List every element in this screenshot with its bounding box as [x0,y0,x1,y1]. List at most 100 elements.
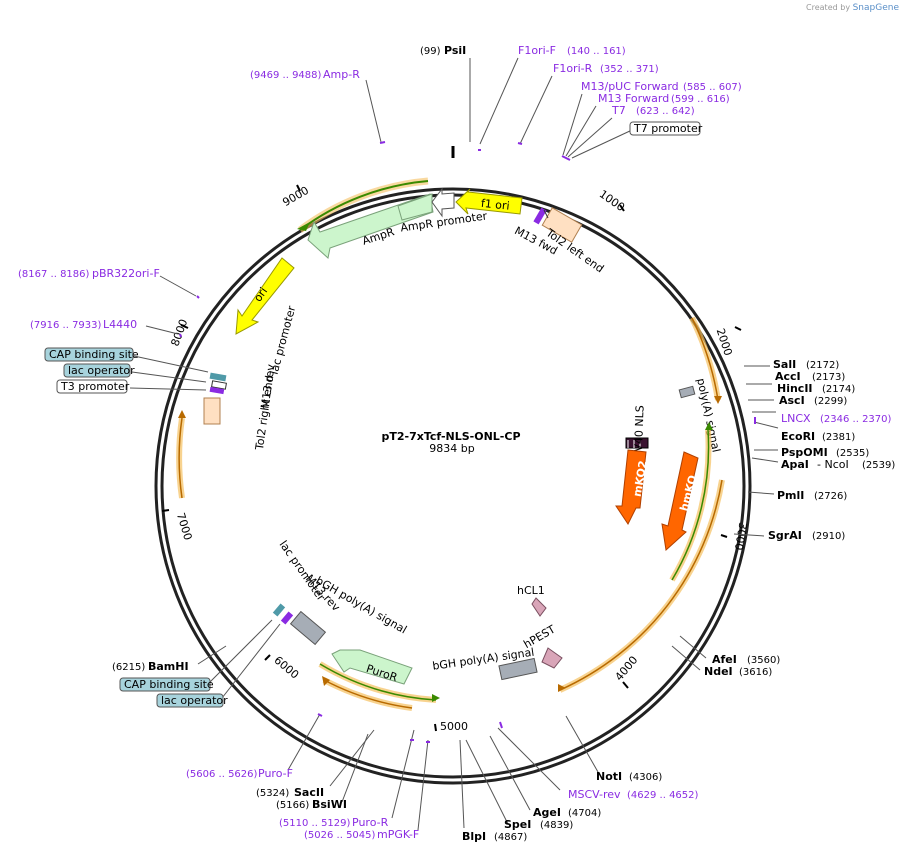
mpgk-f-name: mPGK-F [377,828,419,841]
blpi-name: BlpI [462,830,486,843]
plasmid-size: 9834 bp [429,442,474,455]
lncx-loc: (2346 .. 2370) [820,414,892,425]
primer-labels: F1ori-F (140 .. 161) F1ori-R (352 .. 371… [18,44,892,841]
tol2-right-label: Tol2 right end [253,375,276,452]
bamhi-name: BamHI [148,660,189,673]
bgh-left-feature: bGH poly(A) signal M13 rev lac promoter [272,538,409,646]
apai-name: ApaI [781,458,809,471]
lac-promoter-bottom-label: lac promoter [277,538,328,604]
ncoi-loc: (2539) [862,460,895,471]
l4440-name: L4440 [103,318,137,331]
spei-name: SpeI [504,818,531,831]
feature-pills: T7 promoter CAP binding site lac operato… [44,121,703,708]
afei-name: AfeI [712,653,737,666]
t3-promoter-left-pill: T3 promoter [60,380,130,393]
plasmid-name: pT2-7xTcf-NLS-ONL-CP [381,430,520,443]
t7-loc: (623 .. 642) [636,106,695,117]
sgrai-loc: (2910) [812,531,845,542]
blpi-loc: (4867) [494,832,527,843]
tick-5000: 5000 [440,720,468,733]
right-glow-arcs [558,316,725,693]
m13-fwd-mark [533,207,547,225]
backbone-inner [160,193,746,779]
t7-name: T7 [611,104,626,117]
pmli-name: PmlI [777,489,804,502]
bsiwi-name: BsiWI [312,798,347,811]
asci-loc: (2299) [814,396,847,407]
noti-name: NotI [596,770,622,783]
hcl1-label: hCL1 [517,584,545,597]
agei-loc: (4704) [568,808,601,819]
puro-f-name: Puro-F [258,767,293,780]
m13-puc-forward-loc: (585 .. 607) [683,82,742,93]
psii-loc: (99) [420,46,441,57]
l4440-loc: (7916 .. 7933) [30,320,102,331]
backbone-outer [154,187,752,785]
sv40-nls-mark [625,437,649,449]
asci-name: AscI [779,394,805,407]
ampr-promoter-arrow [431,187,455,218]
f1ori-r-loc: (352 .. 371) [600,64,659,75]
mko2-feature: SV40 NLS mKO2 [615,405,650,525]
ecori-name: EcoRI [781,430,815,443]
hincii-name: HincII [777,382,813,395]
f1ori-f-loc: (140 .. 161) [567,46,626,57]
ecori-loc: (2381) [822,432,855,443]
pspomi-name: PspOMI [781,446,828,459]
tol2-left-feature: Tol2 left end M13 fwd [512,207,606,275]
sacii-loc: (5324) [256,788,289,799]
bsiwi-loc: (5166) [276,800,309,811]
primer-marks [179,141,756,743]
mscv-rev-loc: (4629 .. 4652) [627,790,699,801]
hincii-loc: (2174) [822,384,855,395]
pmli-loc: (2726) [814,491,847,502]
puro-f-loc: (5606 .. 5626) [186,769,258,780]
hmko-feature: hmKO [661,451,700,551]
mpgk-f-loc: (5026 .. 5045) [304,830,376,841]
sali-loc: (2172) [806,360,839,371]
tick-7000: 7000 [174,511,195,542]
mko2-label: mKO2 [631,460,650,498]
f1-ori-feature: f1 ori [455,188,523,215]
agei-name: AgeI [533,806,561,819]
t7-promoter-pill: T7 promoter [633,122,703,135]
leader-lines [129,57,779,831]
psii-name: PsiI [444,44,466,57]
pspomi-loc: (2535) [836,448,869,459]
bamhi-loc: (6215) [112,662,145,673]
ori-feature: ori [235,257,295,335]
amp-r-loc: (9469 .. 9488) [250,70,322,81]
snapgene-credit: Created by SnapGene [806,3,899,13]
m13-forward-loc: (599 .. 616) [671,94,730,105]
amp-r-name: Amp-R [323,68,360,81]
ampr-feature: AmpR AmpR promoter [297,177,488,259]
tick-3000: 3000 [732,521,750,551]
tick-marks: 1000 2000 3000 4000 5000 6000 7000 8000 … [161,184,750,733]
f1-ori-label: f1 ori [480,197,510,213]
noti-loc: (4306) [629,772,662,783]
afei-loc: (3560) [747,655,780,666]
ndei-name: NdeI [704,665,733,678]
lac-operator-bottom-pill: lac operator [161,694,228,707]
enzyme-labels: (99) PsiI SalI (2172) AccI (2173) HincII… [112,44,895,843]
pbr322ori-f-loc: (8167 .. 8186) [18,269,90,280]
m13-puc-forward-name: M13/pUC Forward [581,80,679,93]
puro-r-name: Puro-R [352,816,389,829]
cap-binding-site-bottom-pill: CAP binding site [124,678,214,691]
lac-operator-left-pill: lac operator [68,364,135,377]
acci-loc: (2173) [812,372,845,383]
puror-feature: PuroR [318,649,440,711]
sacii-name: SacII [294,786,324,799]
ndei-loc: (3616) [739,667,772,678]
sv40-nls-label: SV40 NLS [632,405,647,459]
sgrai-name: SgrAI [768,529,802,542]
cap-binding-site-left-pill: CAP binding site [49,348,139,361]
m13-rev-left-label: M13 rev [258,363,277,409]
puro-r-loc: (5110 .. 5129) [279,818,351,829]
snapgene-logo: SnapGene [852,3,899,13]
f1ori-f-name: F1ori-F [518,44,556,57]
sali-name: SalI [773,358,796,371]
pbr322ori-f-name: pBR322ori-F [92,267,160,280]
bgh-right-feature: bGH poly(A) signal [432,646,538,681]
